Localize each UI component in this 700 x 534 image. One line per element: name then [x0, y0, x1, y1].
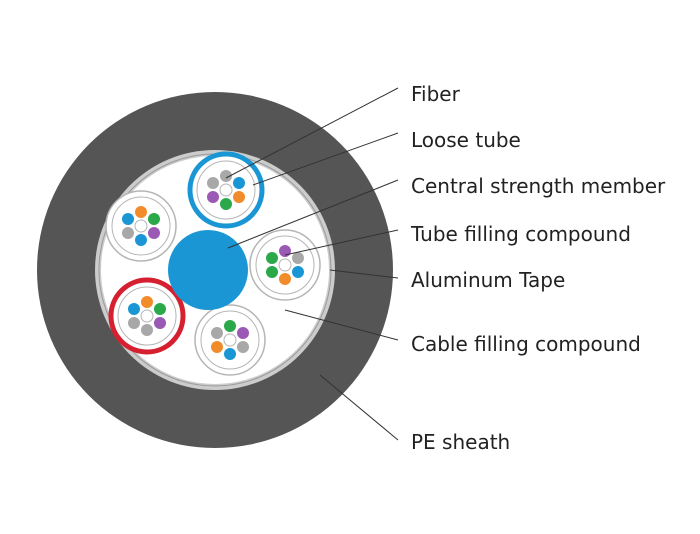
loose-tube-upper-left	[105, 190, 177, 262]
fiber-centre	[223, 333, 237, 347]
fiber	[292, 252, 304, 264]
fiber	[122, 227, 134, 239]
fiber	[266, 266, 278, 278]
fiber	[141, 324, 153, 336]
leader-line-central-strength-member	[227, 179, 399, 249]
fiber	[154, 303, 166, 315]
fiber-centre	[278, 258, 292, 272]
leader-line-aluminum-tape	[329, 269, 399, 279]
fiber	[233, 191, 245, 203]
fiber	[122, 213, 134, 225]
fiber	[224, 348, 236, 360]
label-cable-filling-compound: Cable filling compound	[411, 332, 641, 356]
loose-tube-right	[249, 229, 321, 301]
fiber	[211, 327, 223, 339]
leader-line-loose-tube	[252, 132, 399, 186]
label-tube-filling-compound: Tube filling compound	[411, 222, 631, 246]
fiber	[220, 170, 232, 182]
fiber	[224, 320, 236, 332]
fiber	[266, 252, 278, 264]
label-fiber: Fiber	[411, 82, 460, 106]
fiber-centre	[134, 219, 148, 233]
leader-line-fiber	[225, 87, 399, 179]
fiber	[207, 177, 219, 189]
fiber	[292, 266, 304, 278]
central-strength-member	[168, 230, 248, 310]
fiber	[135, 234, 147, 246]
leader-line-cable-filling-compound	[284, 309, 399, 341]
loose-tube-lower-left	[108, 277, 186, 355]
fiber-centre	[140, 309, 154, 323]
fiber	[279, 245, 291, 257]
fiber	[141, 296, 153, 308]
fiber	[233, 177, 245, 189]
fiber	[128, 303, 140, 315]
fiber	[237, 327, 249, 339]
loose-tube-bottom	[194, 304, 266, 376]
label-central-strength-member: Central strength member	[411, 174, 666, 198]
fiber	[154, 317, 166, 329]
fiber	[237, 341, 249, 353]
leader-line-tube-filling-compound	[284, 229, 399, 256]
fiber	[279, 273, 291, 285]
fiber	[128, 317, 140, 329]
fiber	[148, 227, 160, 239]
loose-tube-top	[187, 151, 265, 229]
leader-lines	[225, 87, 399, 441]
leader-line-pe-sheath	[319, 374, 399, 441]
label-aluminum-tape: Aluminum Tape	[411, 268, 566, 292]
fiber	[135, 206, 147, 218]
label-pe-sheath: PE sheath	[411, 430, 511, 454]
fiber	[211, 341, 223, 353]
fiber-centre	[219, 183, 233, 197]
fiber	[148, 213, 160, 225]
fiber	[207, 191, 219, 203]
label-loose-tube: Loose tube	[411, 128, 521, 152]
fiber	[220, 198, 232, 210]
